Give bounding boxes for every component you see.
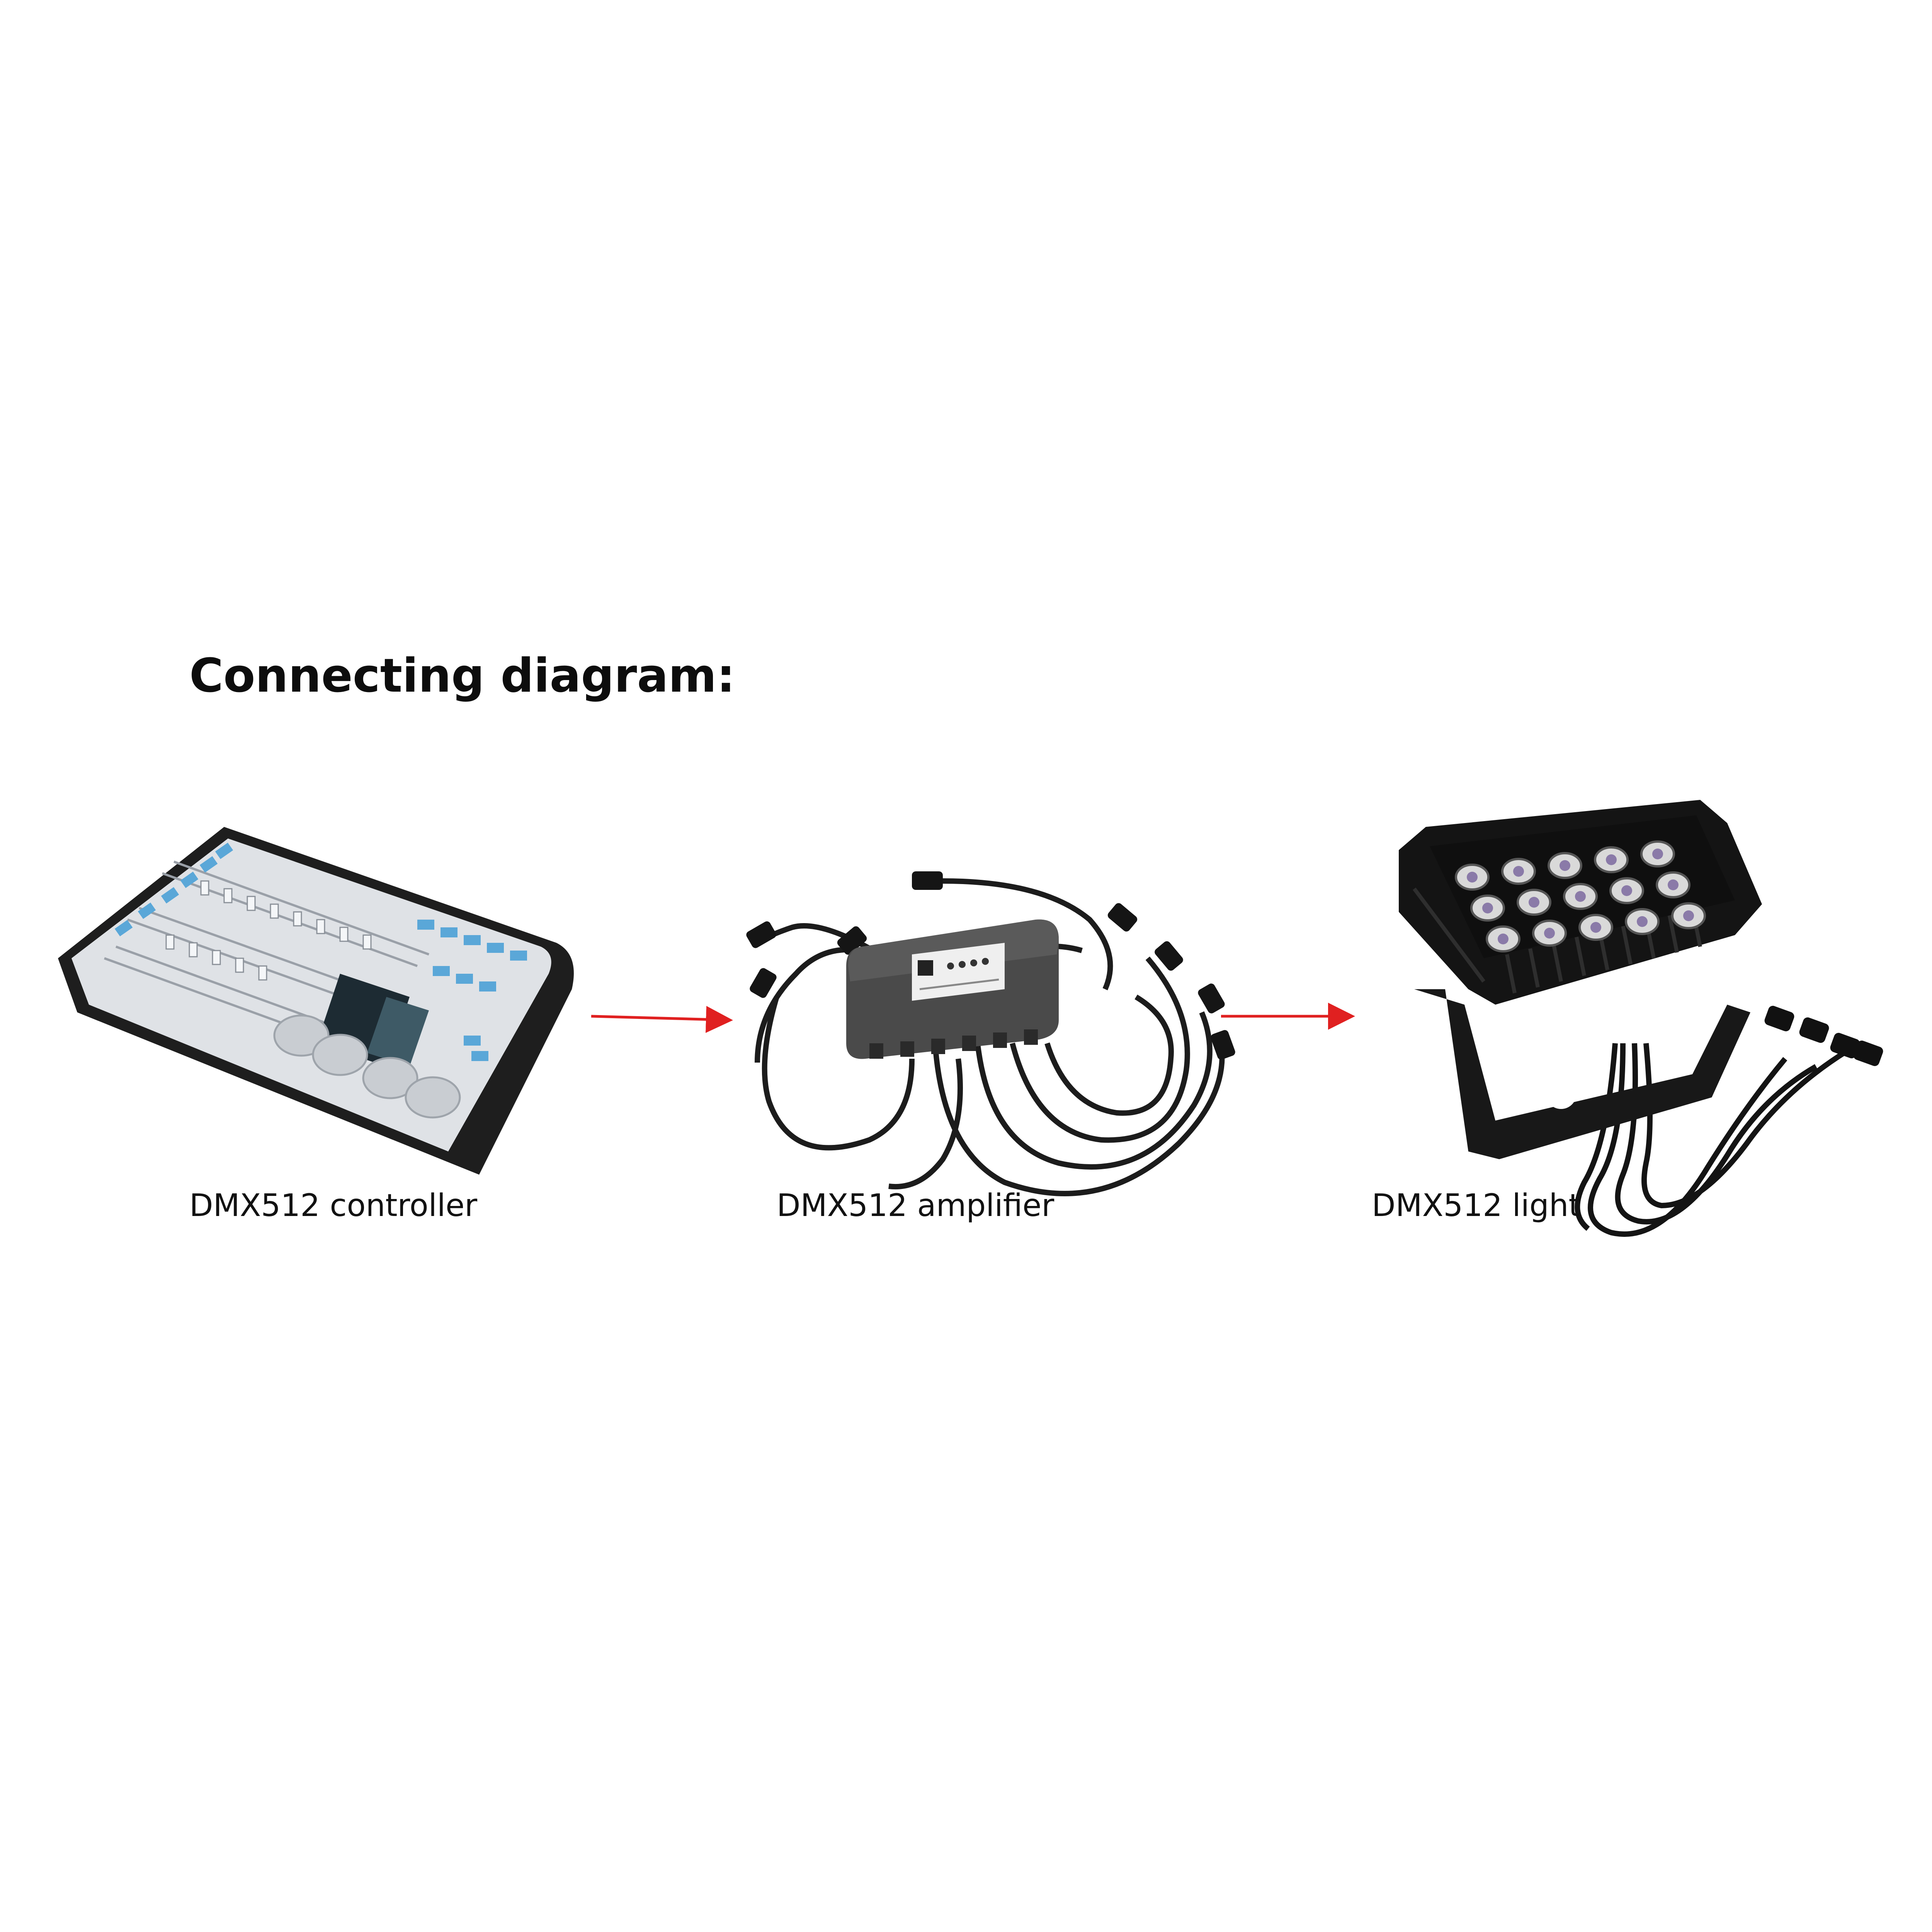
controller-fader-knobs bbox=[165, 880, 372, 981]
dmx-controller-device bbox=[58, 827, 574, 1175]
light-cables bbox=[1575, 1043, 1849, 1237]
light-bracket bbox=[1414, 989, 1750, 1159]
controller-jog-wheels bbox=[273, 1014, 461, 1119]
controller-panel bbox=[71, 838, 551, 1151]
controller-buttons bbox=[114, 842, 527, 1061]
diagram-title: Connecting diagram: bbox=[189, 649, 735, 703]
light-bracket-slot bbox=[1539, 1053, 1595, 1077]
controller-caption: DMX512 controller bbox=[189, 1187, 478, 1223]
dmx-amplifier-device bbox=[746, 871, 1235, 1196]
arrow-controller-to-amplifier bbox=[591, 1006, 733, 1033]
amplifier-indicators bbox=[947, 958, 989, 969]
amplifier-label-line bbox=[919, 978, 999, 990]
amplifier-label-panel bbox=[912, 943, 1005, 1001]
amplifier-connectors bbox=[746, 871, 1235, 1060]
controller-screen-inner bbox=[367, 997, 429, 1066]
light-led-cores bbox=[1467, 849, 1694, 944]
light-connectors bbox=[1764, 1005, 1883, 1066]
dmx-light-device bbox=[1399, 800, 1883, 1237]
light-bracket-hole bbox=[1546, 1078, 1577, 1109]
amplifier-logo bbox=[918, 960, 933, 976]
amplifier-ports bbox=[869, 1029, 1038, 1059]
amplifier-caption: DMX512 amplifier bbox=[777, 1187, 1054, 1223]
light-caption: DMX512 light bbox=[1372, 1187, 1581, 1223]
